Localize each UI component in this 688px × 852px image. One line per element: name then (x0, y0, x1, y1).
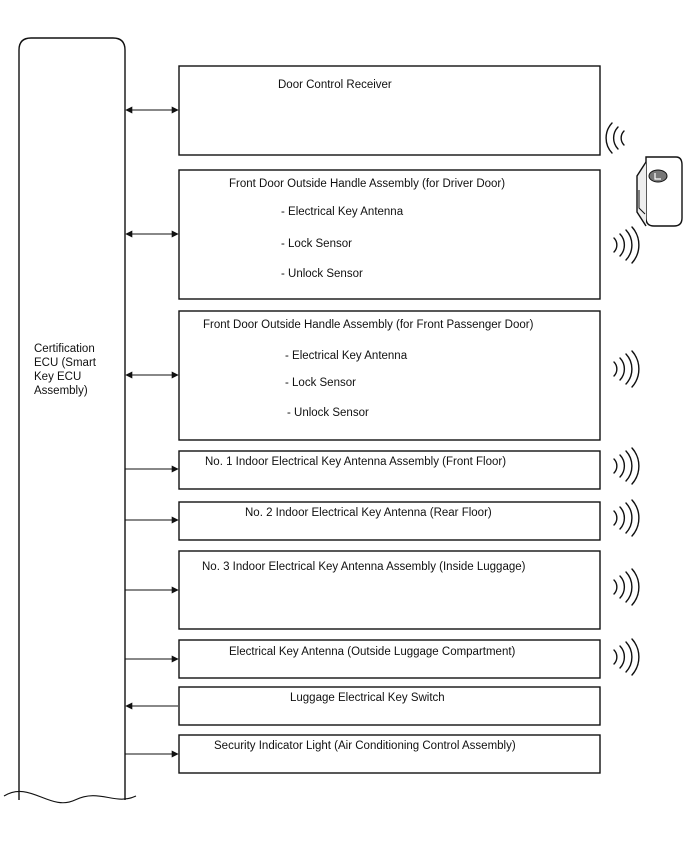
component-no3-indoor-antenna: No. 3 Indoor Electrical Key Antenna Asse… (125, 550, 601, 630)
component-box (178, 310, 601, 441)
component-no1-indoor-antenna: No. 1 Indoor Electrical Key Antenna Asse… (125, 450, 601, 490)
component-title: Security Indicator Light (Air Conditioni… (214, 740, 516, 752)
component-outside-luggage-antenna: Electrical Key Antenna (Outside Luggage … (125, 639, 601, 679)
component-item: - Lock Sensor (285, 377, 356, 389)
smart-key-fob-icon (636, 156, 683, 227)
component-title: Electrical Key Antenna (Outside Luggage … (229, 646, 516, 658)
radio-wave-icon (613, 568, 640, 606)
radio-wave-icon (613, 499, 640, 537)
component-item: - Electrical Key Antenna (281, 206, 404, 218)
component-no2-indoor-antenna: No. 2 Indoor Electrical Key Antenna (Rea… (125, 501, 601, 541)
component-item: - Unlock Sensor (281, 268, 363, 280)
component-box (178, 686, 601, 726)
component-box (178, 450, 601, 490)
component-luggage-key-switch: Luggage Electrical Key Switch (125, 686, 601, 726)
component-driver-door-handle: Front Door Outside Handle Assembly (for … (125, 169, 601, 300)
certification-ecu: Certification ECU (Smart Key ECU Assembl… (3, 37, 137, 804)
radio-wave-icon (613, 350, 640, 388)
ecu-label-line-3: Key ECU (34, 371, 81, 383)
component-title: No. 3 Indoor Electrical Key Antenna Asse… (202, 561, 526, 573)
radio-wave-icon (605, 122, 625, 154)
radio-wave-icon (613, 638, 640, 676)
component-title: Luggage Electrical Key Switch (290, 692, 445, 704)
component-item: - Lock Sensor (281, 238, 352, 250)
ecu-label-line-1: Certification (34, 343, 95, 355)
component-security-indicator: Security Indicator Light (Air Conditioni… (125, 734, 601, 774)
ecu-label-line-4: Assembly) (34, 385, 88, 397)
component-box (178, 550, 601, 630)
component-title: Door Control Receiver (278, 79, 392, 91)
component-box (178, 501, 601, 541)
component-title: Front Door Outside Handle Assembly (for … (203, 319, 534, 331)
component-box (178, 169, 601, 300)
component-box (178, 65, 601, 156)
component-title: Front Door Outside Handle Assembly (for … (229, 178, 505, 190)
component-item: - Unlock Sensor (287, 407, 369, 419)
component-passenger-door-handle: Front Door Outside Handle Assembly (for … (125, 310, 601, 441)
component-box (178, 639, 601, 679)
ecu-outline (18, 37, 126, 800)
component-title: No. 1 Indoor Electrical Key Antenna Asse… (205, 456, 506, 468)
ecu-break-line (3, 790, 137, 804)
component-title: No. 2 Indoor Electrical Key Antenna (Rea… (245, 507, 492, 519)
radio-wave-icon (613, 226, 640, 264)
component-item: - Electrical Key Antenna (285, 350, 408, 362)
radio-wave-icon (613, 447, 640, 485)
component-box (178, 734, 601, 774)
component-door-control-receiver: Door Control Receiver (125, 65, 601, 156)
ecu-label-line-2: ECU (Smart (34, 357, 97, 369)
